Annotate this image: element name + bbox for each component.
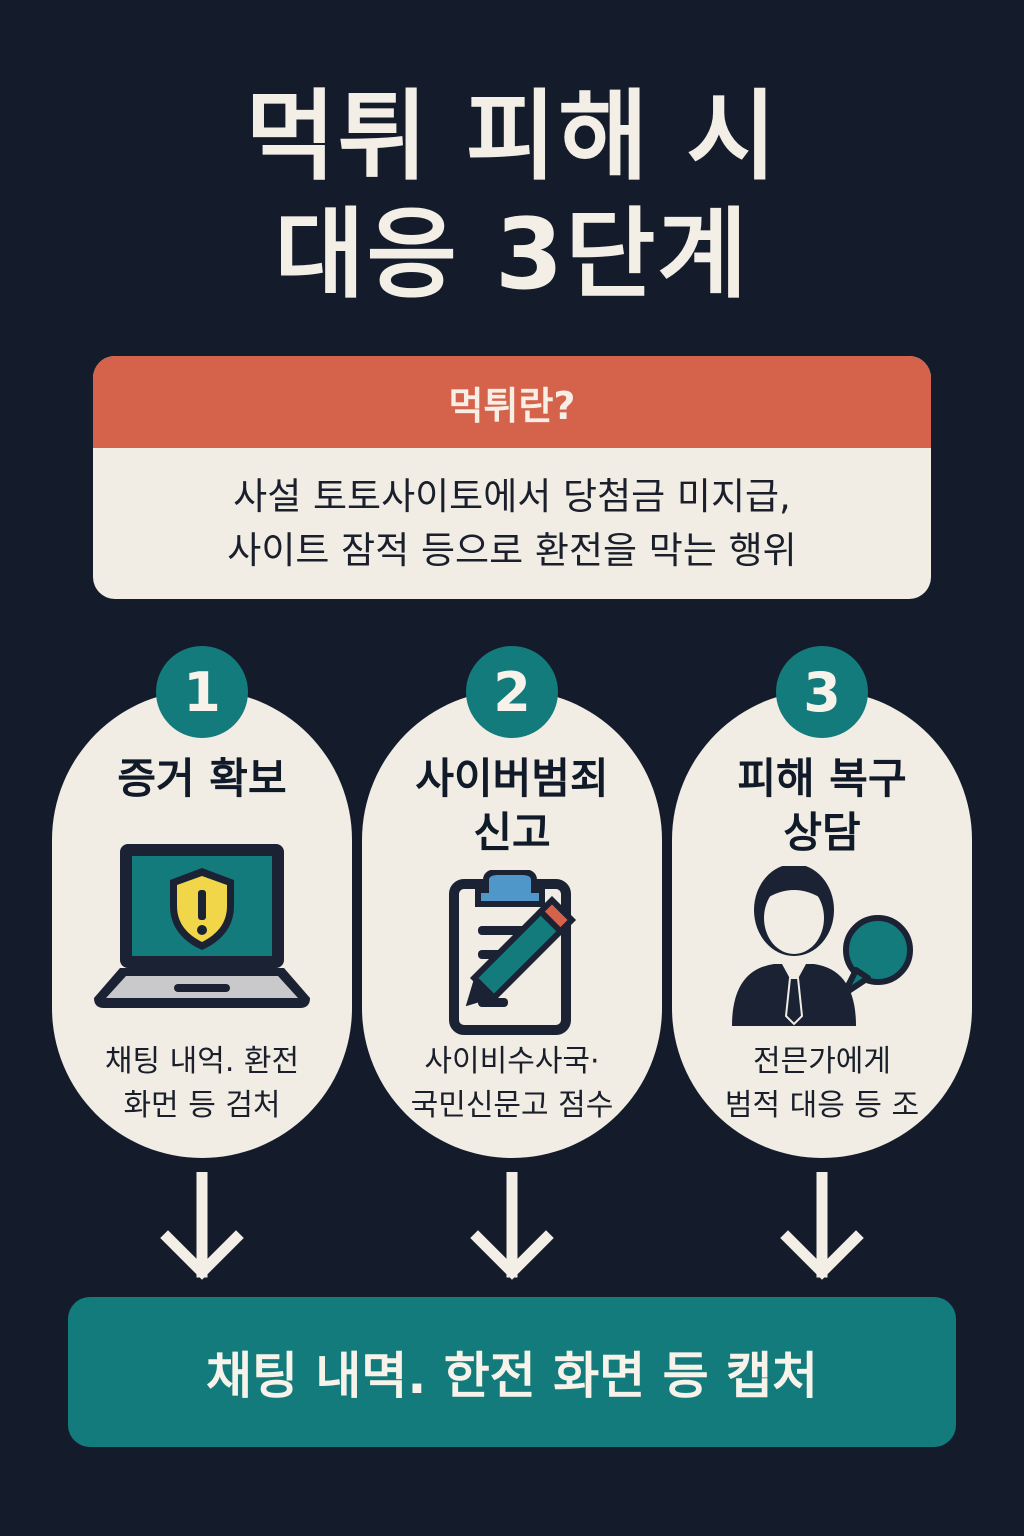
step-description: 사이비수사국· 국민신문고 점수 [362, 1040, 662, 1128]
arrow-down-icon [780, 1172, 864, 1280]
step-title: 증거 확보 [52, 752, 352, 806]
definition-body: 사설 토토사이토에서 당첨금 미지급, 사이트 잠적 등으로 환전을 막는 행위 [93, 448, 931, 578]
step-title-line-1: 피해 복구 [737, 754, 907, 803]
step-desc-line-2: 범적 대응 등 조 [724, 1088, 920, 1123]
page-title: 먹튀 피해 시 대응 3단계 [0, 78, 1024, 314]
step-card-evidence: 증거 확보 채팅 내억. 환전 화먼 등 검처 [52, 690, 352, 1158]
step-number-badge: 2 [466, 646, 558, 738]
title-line-1: 먹튀 피해 시 [245, 80, 779, 194]
arrow-down-icon [160, 1172, 244, 1280]
step-desc-line-1: 전믄가에게 [753, 1044, 891, 1079]
step-description: 전믄가에게 범적 대응 등 조 [672, 1040, 972, 1128]
step-title-line-1: 사이버범죄 [415, 754, 609, 803]
definition-card: 먹튀란? 사설 토토사이토에서 당첨금 미지급, 사이트 잠적 등으로 환전을 … [93, 356, 931, 599]
step-card-report: 사이버범죄 신고 사이비수사국· 국민신문고 점수 [362, 690, 662, 1158]
step-title-line-2: 상담 [783, 808, 861, 857]
step-card-recovery: 피해 복구 상담 전믄가에게 범적 대응 등 조 [672, 690, 972, 1158]
step-desc-line-2: 화먼 등 검처 [123, 1088, 281, 1123]
clipboard-pencil-icon [402, 869, 622, 1050]
arrow-down-icon [470, 1172, 554, 1280]
step-desc-line-1: 사이비수사국· [424, 1044, 600, 1079]
step-number-badge: 1 [156, 646, 248, 738]
consultant-speech-bubble-icon [712, 864, 932, 1046]
step-title-line-1: 증거 확보 [117, 754, 287, 803]
step-description: 채팅 내억. 환전 화먼 등 검처 [52, 1040, 352, 1128]
definition-line-2: 사이트 잠적 등으로 환전을 막는 행위 [227, 529, 797, 572]
step-title: 사이버범죄 신고 [362, 752, 662, 860]
step-title: 피해 복구 상담 [672, 752, 972, 860]
step-title-line-2: 신고 [473, 808, 551, 857]
definition-line-1: 사설 토토사이토에서 당첨금 미지급, [233, 475, 791, 518]
step-desc-line-2: 국민신문고 점수 [410, 1088, 614, 1123]
step-number-badge: 3 [776, 646, 868, 738]
title-line-2: 대응 3단계 [274, 198, 750, 312]
step-desc-line-1: 채팅 내억. 환전 [104, 1044, 300, 1079]
laptop-warning-shield-icon [92, 840, 312, 1020]
definition-heading: 먹튀란? [93, 356, 931, 448]
summary-banner: 채팅 내멱. 한전 화면 등 캡처 [68, 1297, 956, 1447]
